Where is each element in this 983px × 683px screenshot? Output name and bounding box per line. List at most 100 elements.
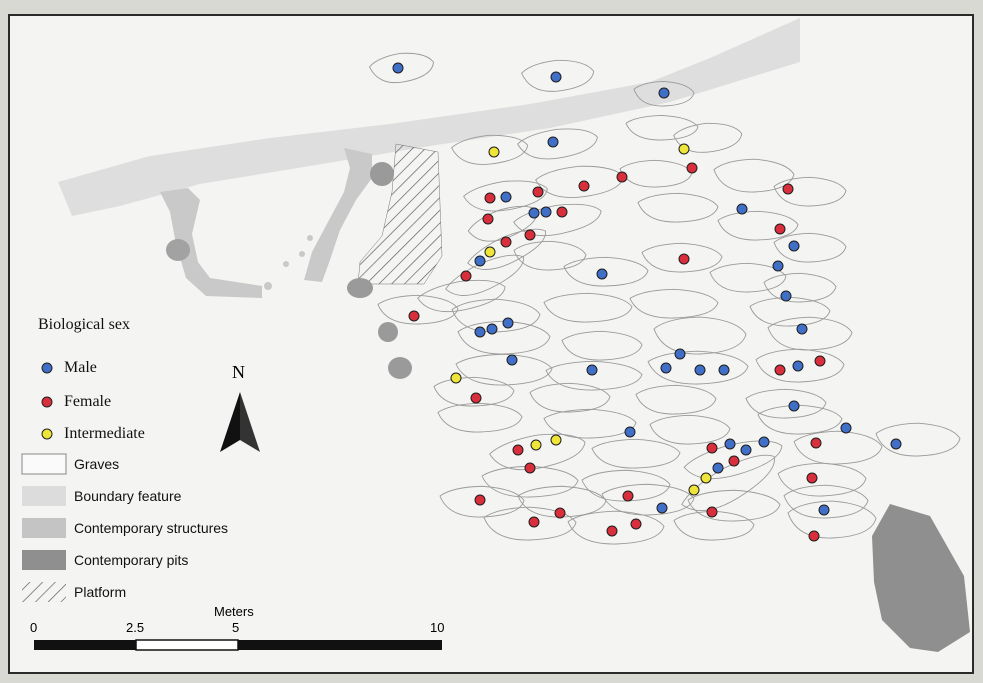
burial-male [547,136,559,148]
grave-outline [581,469,671,502]
grave-outline [561,330,643,361]
burial-female [810,437,822,449]
burial-male [474,326,486,338]
north-arrow-icon [220,392,260,452]
burials-layer [392,62,902,542]
map-frame: Biological sex Male Female Intermediate … [8,14,974,674]
burial-intermediate [688,484,700,496]
burial-male [658,87,670,99]
grave-outline [591,438,681,469]
grave-outline [641,242,723,273]
grave-outline [517,128,598,160]
legend-symbols [21,362,67,602]
burial-intermediate [678,143,690,155]
grave-outline [745,388,827,419]
grave-outline [709,262,787,293]
burial-female [512,444,524,456]
burial-male [788,400,800,412]
scale-tick-0: 0 [30,620,38,635]
burial-female [408,310,420,322]
burial-male [586,364,598,376]
legend-boundary-label: Boundary feature [74,488,182,504]
grave-outline [481,465,579,498]
burial-female [782,183,794,195]
burial-male [890,438,902,450]
burial-male [596,268,608,280]
burial-male [392,62,404,74]
grave-outline [633,80,695,107]
grave-outline [653,316,747,355]
burial-male [624,426,636,438]
boundary-feature [58,18,800,216]
grave-outline [767,316,853,351]
post-hole [299,251,305,257]
burial-female [622,490,634,502]
contemporary-pit [388,357,412,379]
scale-tick-5: 5 [232,620,240,635]
legend-female-symbol [41,396,53,408]
burial-male [736,203,748,215]
burial-male [740,444,752,456]
post-hole [264,282,272,290]
burial-female [728,455,740,467]
burial-male [474,255,486,267]
burial-female [528,516,540,528]
grave-outline [619,159,693,188]
burial-female [808,530,820,542]
burial-female [532,186,544,198]
burial-female [470,392,482,404]
grave-outline [673,122,743,153]
burial-female [678,253,690,265]
legend-structures-label: Contemporary structures [74,520,229,536]
burial-female [814,355,826,367]
grave-outline [649,414,731,445]
burial-female [556,206,568,218]
burial-male [528,207,540,219]
legend-platform-label: Platform [74,584,127,600]
burial-female [630,518,642,530]
grave-outline [439,485,525,518]
grave-outline [717,210,799,241]
burial-female [460,270,472,282]
grave-outline [773,176,847,207]
post-hole [283,261,289,267]
contemporary-pit [166,239,190,261]
grave-outline [567,510,665,545]
grave-outline [437,402,523,433]
grave-outline [521,59,595,92]
grave-outline [875,422,961,457]
burial-intermediate [550,434,562,446]
legend-graves-label: Graves [74,456,120,472]
legend-male-symbol [41,362,53,374]
burial-male [724,438,736,450]
grave-outline [483,506,577,541]
grave-outline [773,232,847,263]
burial-female [616,171,628,183]
grave-outline [635,384,717,415]
grave-outline [713,158,795,193]
grave-outline [673,510,755,541]
legend-pits-swatch [22,550,66,570]
burial-female [706,506,718,518]
grave-outline [687,489,781,522]
scale-title: Meters [214,604,254,619]
legend-intermediate-symbol [41,428,53,440]
burial-male [660,362,672,374]
scale-tick-2-5: 2.5 [126,620,145,635]
grave-outline [451,134,529,165]
grave-outline [513,240,587,271]
grave-outline [563,256,649,287]
grave-outline [513,203,602,237]
grave-outline [467,228,546,270]
legend-platform-swatch [22,582,66,602]
burial-female [474,494,486,506]
burial-male [656,502,668,514]
grave-outline [787,500,877,539]
grave-outline [625,114,699,141]
burial-male [694,364,706,376]
burial-intermediate [484,246,496,258]
grave-outline [463,180,548,212]
grave-outline [455,353,553,386]
burial-male [758,436,770,448]
burial-female [806,472,818,484]
